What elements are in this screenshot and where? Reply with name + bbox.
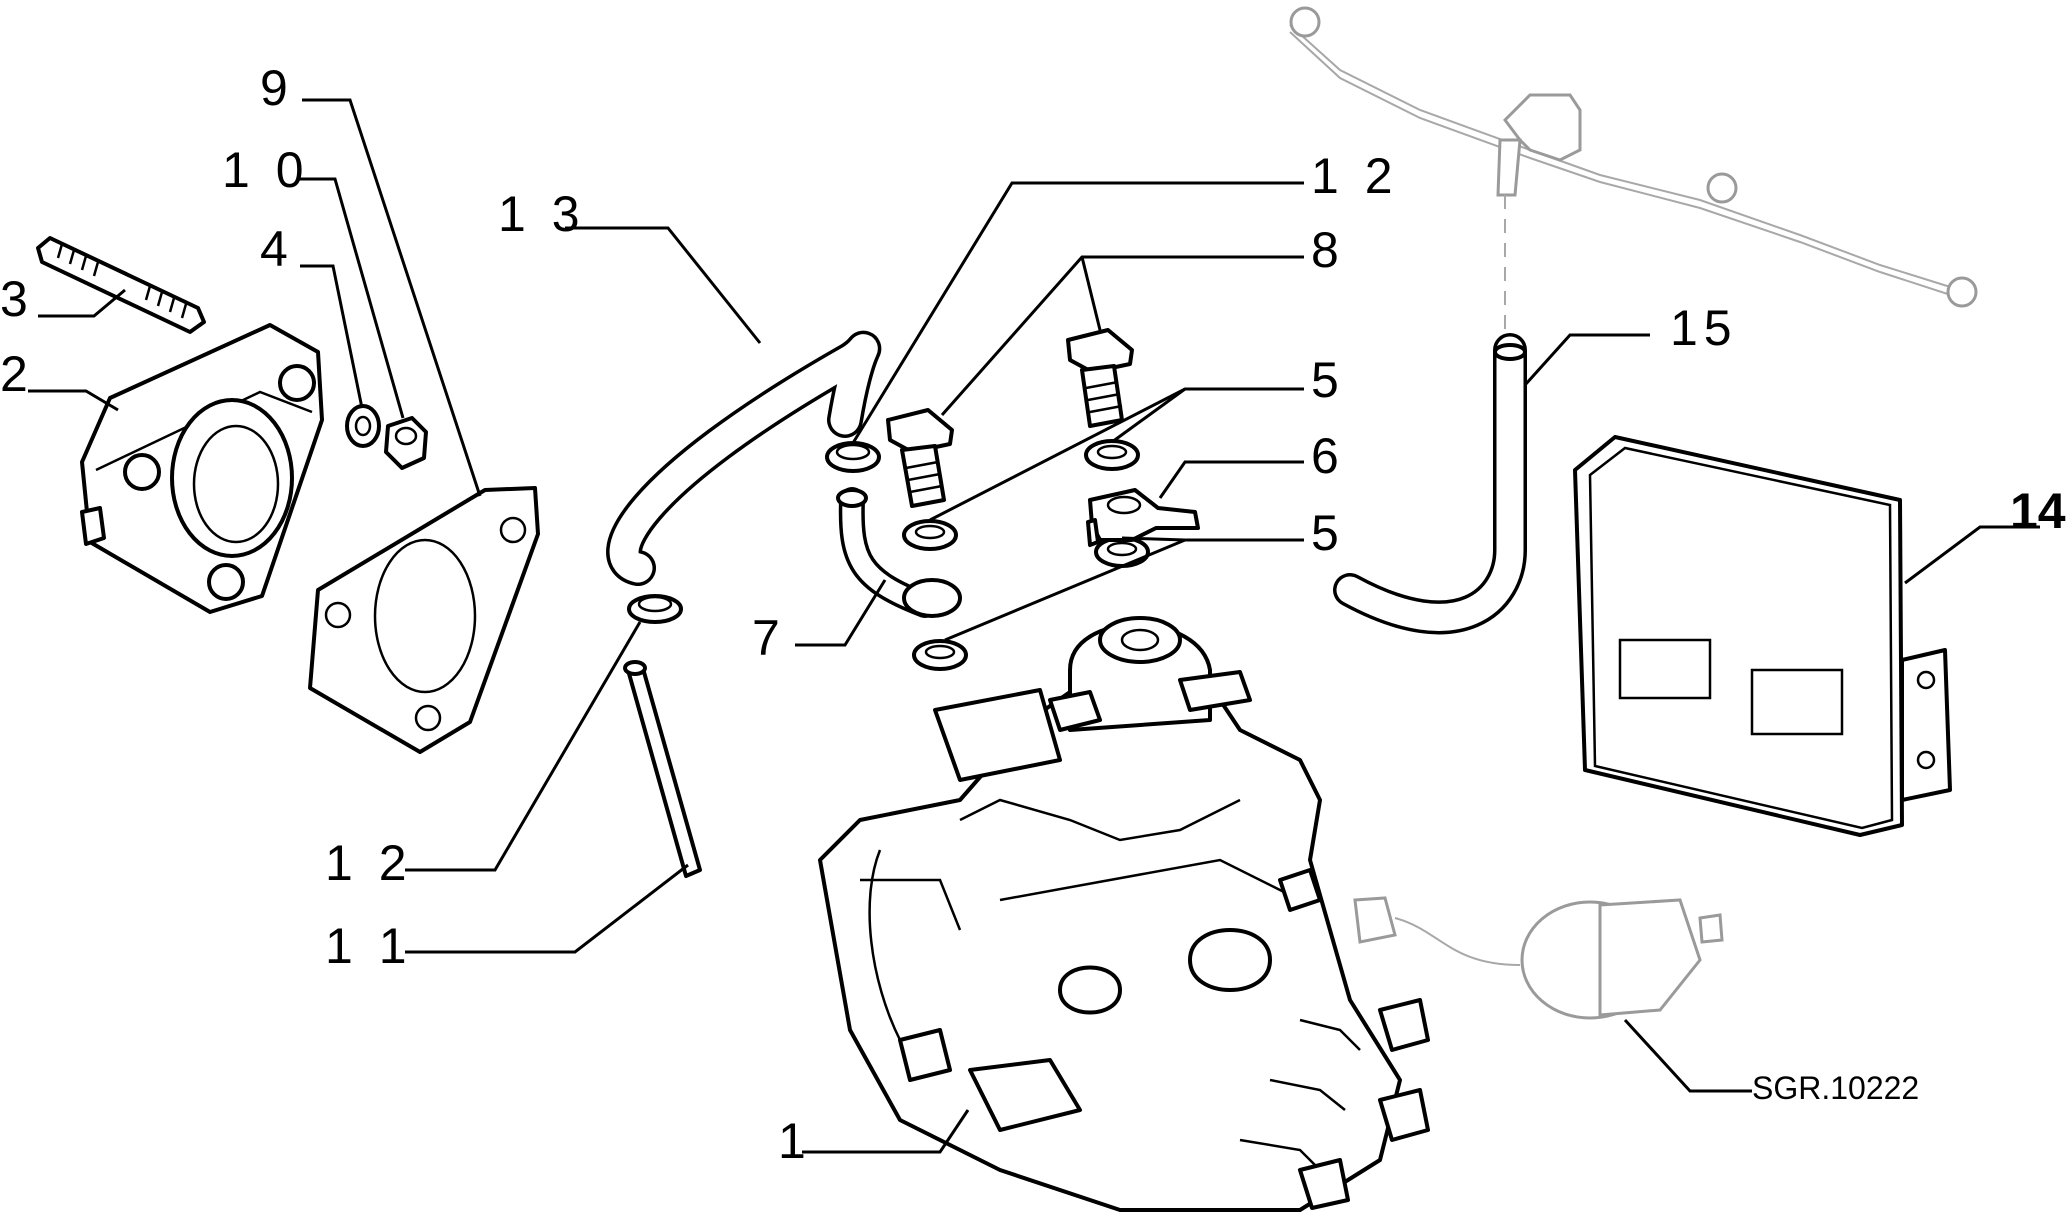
callout-3: 3 — [0, 271, 34, 327]
callout-labels: 1 2 3 4 5 5 6 7 8 9 1 0 1 1 1 2 1 2 1 3 … — [0, 60, 2066, 1169]
tee-union-part — [1086, 488, 1200, 547]
wiring-harness-ghost — [1289, 6, 1978, 350]
washer-part — [345, 404, 381, 448]
hose-part — [1333, 333, 1527, 635]
flange-plate-part — [80, 323, 324, 614]
callout-9: 9 — [260, 60, 294, 116]
callout-5-upper: 5 — [1311, 352, 1345, 408]
callout-10: 1 0 — [222, 142, 310, 198]
nut-part — [384, 416, 428, 470]
callout-14: 14 — [2010, 483, 2066, 539]
callout-11: 1 1 — [325, 918, 413, 974]
reference-code: SGR.10222 — [1752, 1070, 1919, 1106]
sealing-washer-part — [902, 439, 1150, 671]
callout-7: 7 — [752, 610, 786, 666]
callout-13: 1 3 — [498, 186, 586, 242]
callout-5-lower: 5 — [1311, 505, 1345, 561]
gasket-part — [308, 486, 540, 754]
callout-12-upper: 1 2 — [1311, 148, 1399, 204]
return-hose-part — [606, 330, 882, 586]
callout-2: 2 — [0, 346, 34, 402]
callout-15: 15 — [1670, 300, 1738, 356]
injection-pump-part — [818, 616, 1430, 1212]
control-unit-part — [1573, 435, 1952, 837]
stud-part — [36, 236, 206, 334]
callout-8: 8 — [1311, 222, 1345, 278]
hose-clamp-part — [825, 441, 881, 473]
callout-12-lower: 1 2 — [325, 835, 413, 891]
leader-lines — [28, 98, 2040, 1154]
callout-1: 1 — [778, 1113, 812, 1169]
callout-4: 4 — [260, 221, 294, 277]
banjo-bolt-part — [886, 328, 1134, 508]
solenoid-ghost — [1353, 896, 1724, 1020]
hose-clamp-part-lower — [627, 594, 683, 624]
pipe-part — [623, 660, 702, 878]
pipe-bend-part — [836, 487, 962, 618]
callout-6: 6 — [1311, 428, 1345, 484]
